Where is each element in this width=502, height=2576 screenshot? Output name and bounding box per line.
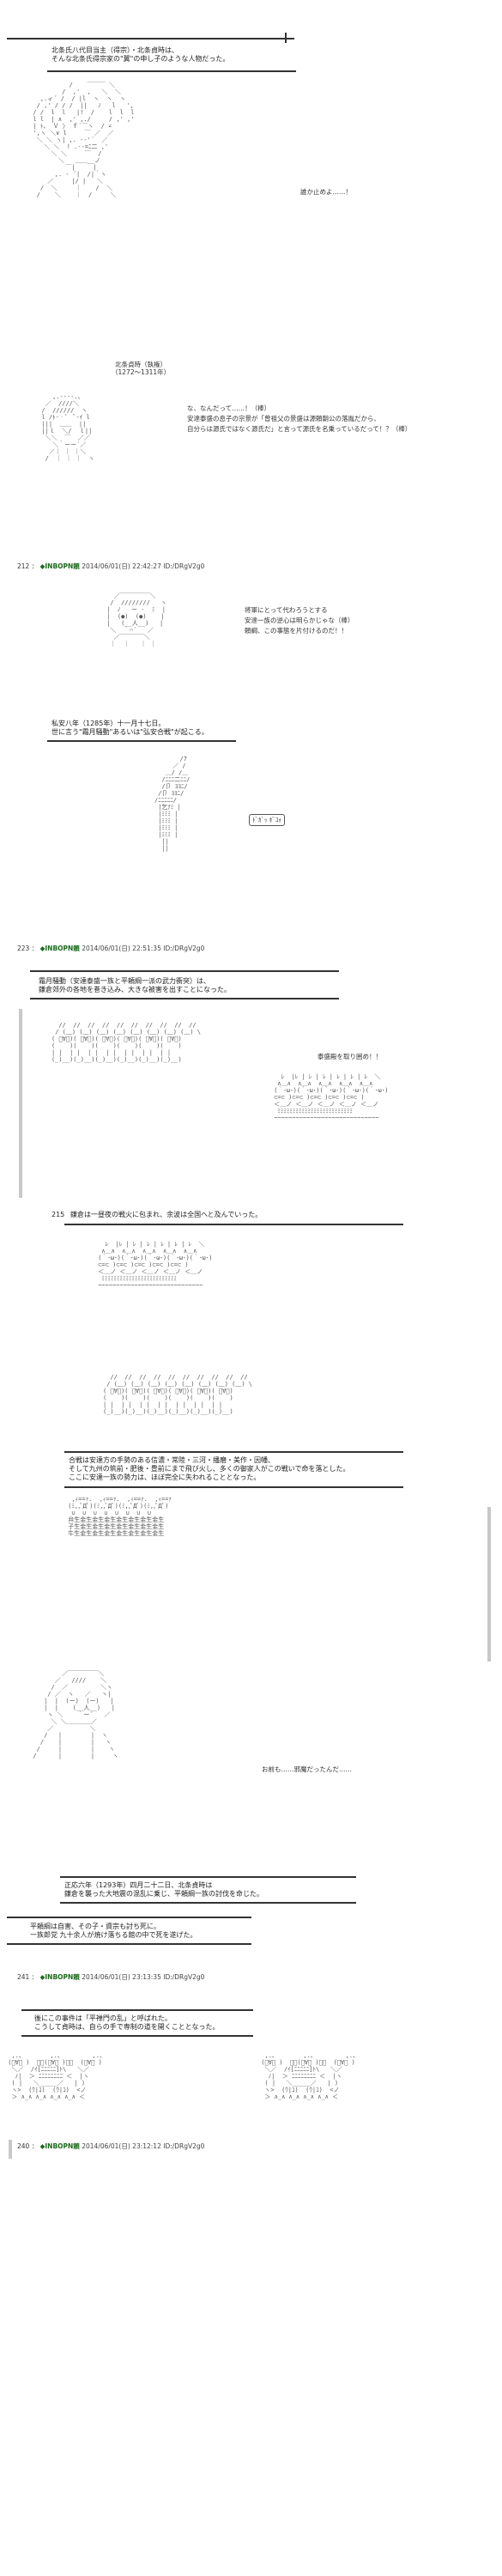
ascii-art-sadatoki-2: ／￣￣￣￣￣＼ / //////// ヽ | ﾉ ー ‐ ﾐ | | (●) (…: [106, 592, 167, 647]
poster-name[interactable]: ◆INBOPN頼: [39, 2142, 80, 2150]
speech-block: 将軍にとって代わろうとする 安達一族の逆心は明らかじゃな（棒） 頼綱、この事態を…: [245, 606, 354, 635]
speech-line: 泰盛殿を取り囲め！！: [318, 1053, 382, 1060]
narration-text: 霜月騒動（安達泰盛一族と平頼綱一派の武力衝突）は、 鎌倉郊外の各地を巻き込み、大…: [39, 977, 231, 993]
divider: [60, 1876, 356, 1878]
sound-effect: ﾄﾞｶﾞｯ ﾎﾞｺｫ: [249, 814, 285, 826]
narration-text: 後にこの事件は「平禅門の乱」と呼ばれた。 こうして貞時は、自らの手で専制の道を開…: [34, 2014, 220, 2031]
portrait-caption: 北条貞時（執権） （1272～1311年）: [112, 361, 171, 376]
scroll-indicator: [9, 2140, 12, 2159]
divider: [7, 1917, 251, 1918]
narration-text: 私安八年（1285年）十一月十七日。 世に言う"霜月騒動"あるいは"弘安合戦"が…: [51, 720, 209, 736]
post-number: 215: [51, 1211, 65, 1218]
narration-text: 北条氏八代目当主（得宗）・北条貞時は、 そんな北条氏得宗家の"翼"の申し子のよう…: [51, 46, 230, 63]
divider: [7, 38, 294, 39]
post-header: 241 ： ◆INBOPN頼 2014/06/01(日) 23:13:35 ID…: [17, 1973, 205, 1981]
ascii-art-banner: /7 ／ / ＿/ /＿ /ﾆﾆﾆ二ﾆﾆ/ /卩 ﾖﾖﾆ/ /卩 ﾖﾖﾆ/ /ﾆ…: [154, 756, 191, 852]
speech-line: お前も……邪魔だったんだ……: [262, 1765, 352, 1773]
divider: [47, 70, 296, 72]
divider: [64, 1486, 403, 1488]
narration-text: 正応六年（1293年）四月二十二日、北条貞時は 鎌倉を襲った大地震の混乱に乗じ、…: [64, 1881, 263, 1898]
divider: [21, 2009, 253, 2011]
divider: [47, 740, 236, 742]
divider: [30, 970, 339, 972]
divider: [60, 1902, 356, 1904]
divider: [30, 998, 339, 999]
ascii-art-crowd: ﾚ |ﾚ | ﾚ | ﾚ | ﾚ | ﾚ | ﾚ ＼ ∧＿∧ ∧＿∧ ∧＿∧ ∧…: [274, 1073, 389, 1121]
post-header: 223 ： ◆INBOPN頼 2014/06/01(日) 22:51:35 ID…: [17, 945, 205, 952]
ascii-art-battle: ﾚ |ﾚ | ﾚ | ﾚ | ﾚ | ﾚ | ﾚ ＼ ∧＿∧ ∧＿∧ ∧＿∧ ∧…: [98, 1241, 213, 1289]
post-header: 240 ： ◆INBOPN頼 2014/06/01(日) 23:12:12 ID…: [17, 2142, 205, 2150]
poster-name[interactable]: ◆INBOPN頼: [39, 945, 80, 952]
ascii-art-battle-lower: // // // // // // // // // // / (﹏) (﹏) …: [103, 1374, 253, 1415]
scroll-indicator: [19, 1009, 22, 1198]
divider: [21, 2035, 253, 2037]
ascii-art-sadatoki: / ￣￣￣ ＼ / ,' , ＼ ＼ ,.ィ´ / / |l ヽ ヽ ヽ / ,…: [33, 82, 135, 198]
divider-tick: [285, 33, 287, 43]
speech-line: 誰か止めよ……！: [300, 188, 352, 196]
ascii-art-armies: ,ｨ==ｧ. ,ｨ==ｧ. ,ｨ==ｧ. ,ｨ==ｧ (ﾐ,,ﾟДﾟ)(ﾐ,,ﾟ…: [68, 1496, 172, 1537]
ascii-art-killer: ／￣￣￣￣￣＼ ／ //// ＼ / ／ ＼ヽ / ／ ヽ ／ ヽ| | | (…: [33, 1670, 119, 1759]
divider: [7, 1943, 251, 1945]
post-header: 212 ： ◆INBOPN頼 2014/06/01(日) 22:42:27 ID…: [17, 562, 205, 570]
divider: [64, 1451, 403, 1453]
divider: [64, 1224, 403, 1225]
ascii-art-soldiers: // // // // // // // // // // / (﹏) (﹏) …: [51, 1022, 202, 1063]
speech-block: な、なんだって……！（棒） 安達泰盛の息子の宗景が「曾祖父の景盛は源頼朝公の落胤…: [187, 404, 412, 433]
poster-name[interactable]: ◆INBOPN頼: [39, 562, 80, 570]
narration-text: 鎌倉は一昼夜の戦火に包まれ、余波は全国へと及んでいった。: [70, 1211, 263, 1218]
ascii-art-final-right: ,.、 ,.、 ,.、 (ﾟ∀ﾟ ) ＿＿(ﾟ∀ﾟ )＿＿ (ﾟ∀ﾟ ) ＼／ …: [261, 2052, 359, 2100]
narration-text: 平頼綱は自害、その子・資宗も討ち死に。 一族郎党 九十余人が焼け落ちる館の中で死…: [30, 1923, 197, 1939]
ascii-art-final: ,.、 ,.、 ,.、 (ﾟ∀ﾟ ) ＿＿(ﾟ∀ﾟ )＿＿ (ﾟ∀ﾟ ) ＼／ …: [8, 2052, 106, 2100]
ascii-art-yoritsuna: ,.-‐‐-.、 ／ ////＼ / ////// ヽ l /ﾄ-‐ﾟ ﾟ‐ｲ …: [41, 393, 95, 462]
poster-name[interactable]: ◆INBOPN頼: [39, 1973, 80, 1981]
scroll-indicator: [487, 1507, 491, 1662]
narration-text: 合戦は安達方の手勢のある信濃・常陸・三河・播磨・美作・因幡、 そして九州の筑前・…: [69, 1456, 350, 1481]
